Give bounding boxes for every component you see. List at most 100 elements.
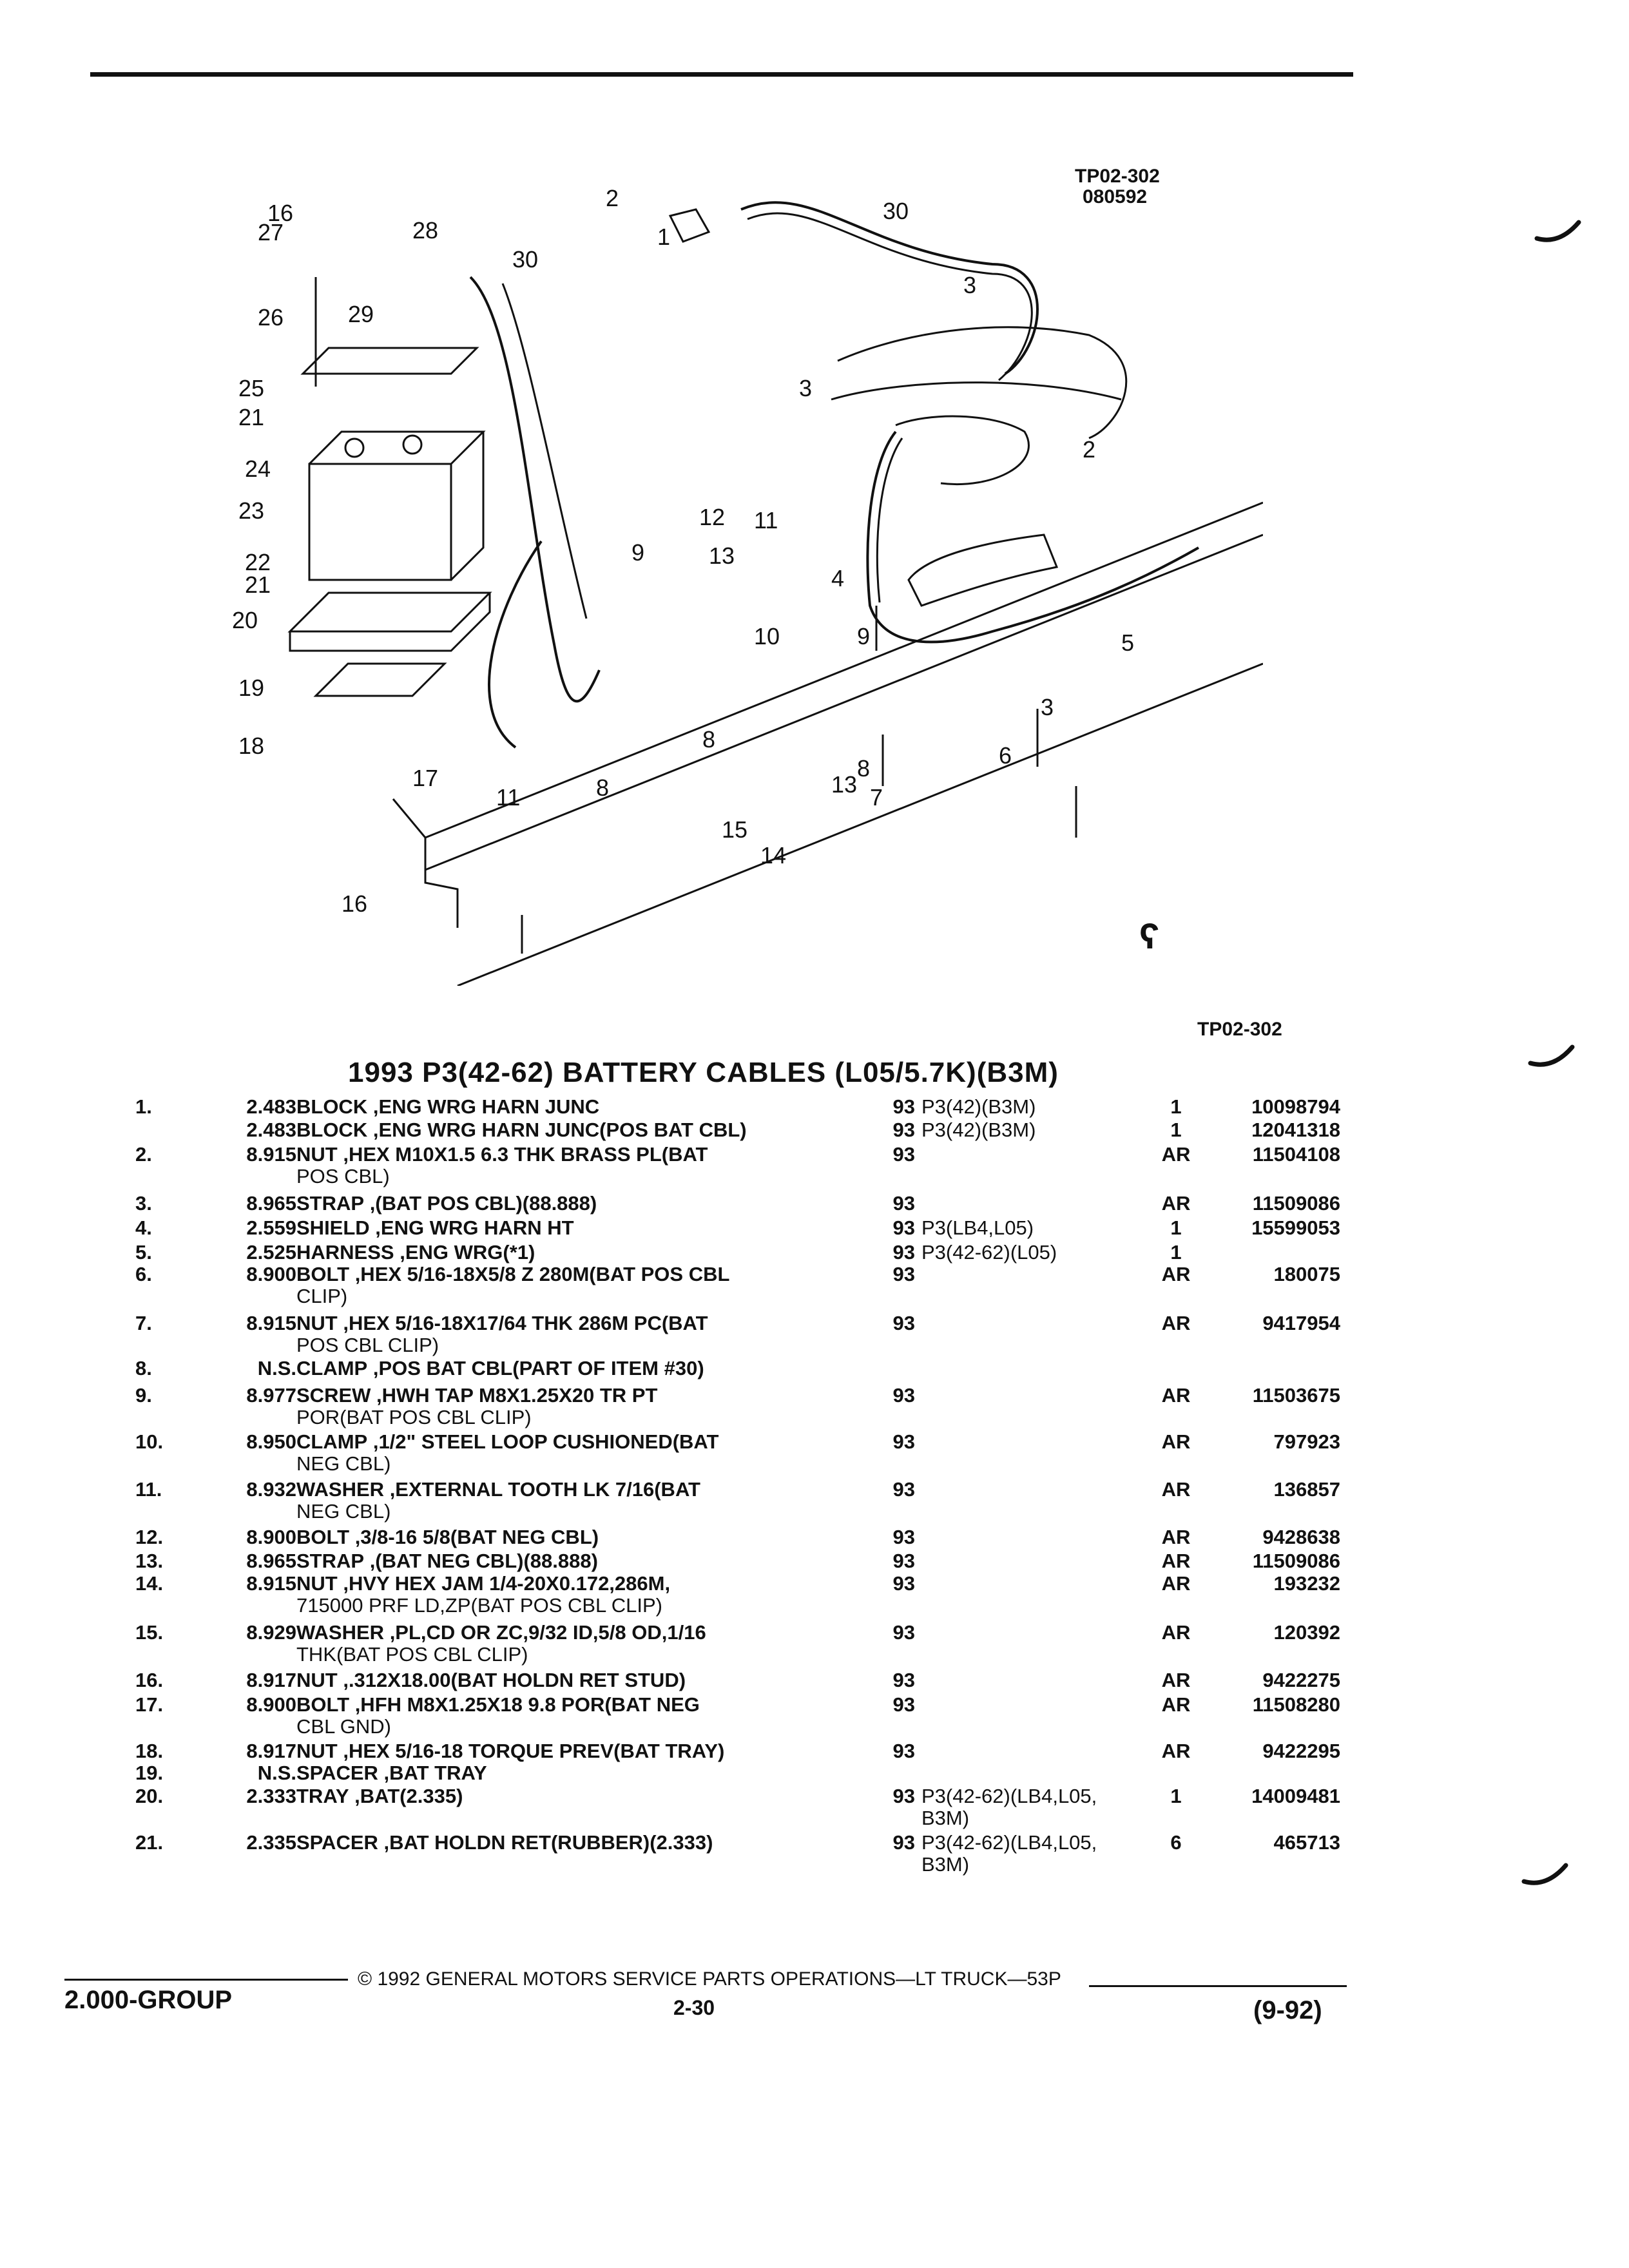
callout-7: 7 — [870, 784, 883, 811]
callout-15: 15 — [722, 816, 747, 843]
part-item-number: 10. — [135, 1430, 164, 1453]
part-figure-number: N.S. — [257, 1357, 296, 1379]
part-description-continued: NEG CBL) — [296, 1452, 391, 1475]
callout-2: 2 — [1083, 436, 1095, 463]
callout-30: 30 — [883, 198, 909, 224]
callout-9: 9 — [631, 539, 644, 566]
part-year: 93 — [892, 1669, 915, 1691]
part-quantity: AR — [1161, 1192, 1191, 1215]
part-number: 9417954 — [1262, 1312, 1340, 1334]
part-year: 93 — [892, 1384, 915, 1407]
page-number: 2-30 — [673, 1996, 715, 2019]
part-year: 93 — [892, 1526, 915, 1548]
starter — [907, 533, 1059, 607]
part-description: HARNESS ,ENG WRG(*1) — [296, 1241, 535, 1264]
part-description-continued: 715000 PRF LD,ZP(BAT POS CBL CLIP) — [296, 1594, 662, 1617]
callout-17: 17 — [412, 765, 438, 791]
callout-12: 12 — [699, 504, 725, 530]
part-item-number: 6. — [135, 1263, 152, 1285]
part-description: SHIELD ,ENG WRG HARN HT — [296, 1216, 574, 1239]
part-figure-number: 8.915 — [246, 1572, 296, 1595]
part-figure-number: 2.335 — [246, 1831, 296, 1854]
part-number: 9428638 — [1262, 1526, 1340, 1548]
part-figure-number: 8.977 — [246, 1384, 296, 1407]
part-figure-number: 8.932 — [246, 1478, 296, 1501]
part-number: 11504108 — [1252, 1143, 1340, 1166]
part-year: 93 — [892, 1430, 915, 1453]
illustration-ref-code: TP02-302 — [1075, 166, 1160, 187]
callout-1: 1 — [657, 224, 670, 250]
part-quantity: AR — [1161, 1384, 1191, 1407]
part-description-continued: POS CBL CLIP) — [296, 1334, 439, 1356]
positive-cable — [469, 276, 601, 703]
part-description-continued: CLIP) — [296, 1285, 348, 1307]
part-year: 93 — [892, 1241, 915, 1264]
footer-rule-right — [1089, 1985, 1347, 1987]
part-figure-number: 8.900 — [246, 1693, 296, 1716]
junction-block — [668, 208, 711, 243]
part-year: 93 — [892, 1831, 915, 1854]
part-year: 93 — [892, 1119, 915, 1141]
callout-13: 13 — [831, 771, 857, 798]
page-edge-mark — [1528, 1044, 1575, 1067]
callout-30b: 30 — [512, 246, 538, 273]
junction-block-cable — [740, 201, 1039, 375]
callout-3c: 3 — [1041, 694, 1054, 720]
part-number: 15599053 — [1251, 1216, 1340, 1239]
part-description: BOLT ,HEX 5/16-18X5/8 Z 280M(BAT POS CBL — [296, 1263, 730, 1285]
part-quantity: AR — [1161, 1478, 1191, 1501]
part-year: 93 — [892, 1192, 915, 1215]
part-quantity: AR — [1161, 1263, 1191, 1285]
part-number: 136857 — [1273, 1478, 1340, 1501]
page-edge-mark — [1521, 1863, 1568, 1885]
section-title: 1993 P3(42-62) BATTERY CABLES (L05/5.7K)… — [348, 1057, 1059, 1088]
part-number: 797923 — [1273, 1430, 1340, 1453]
part-figure-number: 8.929 — [246, 1621, 296, 1644]
callout-18: 18 — [238, 733, 264, 759]
part-description-continued: CBL GND) — [296, 1715, 391, 1738]
part-year: 93 — [892, 1785, 915, 1807]
part-number: 9422275 — [1262, 1669, 1340, 1691]
hold-down-bracket — [300, 347, 479, 375]
part-item-number: 12. — [135, 1526, 164, 1548]
part-quantity: AR — [1161, 1430, 1191, 1453]
part-year: 93 — [892, 1478, 915, 1501]
part-item-number: 8. — [135, 1357, 152, 1379]
part-year: 93 — [892, 1621, 915, 1644]
part-description: BOLT ,3/8-16 5/8(BAT NEG CBL) — [296, 1526, 599, 1548]
part-number: 9422295 — [1262, 1740, 1340, 1762]
part-quantity: 1 — [1170, 1241, 1182, 1264]
callout-10: 10 — [754, 623, 780, 649]
part-description: SPACER ,BAT TRAY — [296, 1762, 487, 1784]
illustration-ref-code-bottom: TP02-302 — [1197, 1019, 1282, 1040]
svg-text:2: 2 — [606, 185, 619, 211]
part-figure-number: 2.333 — [246, 1785, 296, 1807]
part-number: 120392 — [1273, 1621, 1340, 1644]
part-item-number: 11. — [135, 1478, 162, 1501]
callout-26: 26 — [258, 304, 284, 331]
part-number: 193232 — [1273, 1572, 1340, 1595]
part-quantity: AR — [1161, 1669, 1191, 1691]
part-item-number: 14. — [135, 1572, 164, 1595]
part-figure-number: 8.900 — [246, 1526, 296, 1548]
footer-rule-left — [64, 1979, 348, 1981]
part-quantity: AR — [1161, 1740, 1191, 1762]
part-quantity: 1 — [1170, 1119, 1182, 1141]
callout-5: 5 — [1121, 629, 1134, 656]
part-year: 93 — [892, 1572, 915, 1595]
part-year: 93 — [892, 1143, 915, 1166]
part-quantity: 6 — [1170, 1831, 1182, 1854]
callout-19: 19 — [238, 675, 264, 701]
group-label: 2.000-GROUP — [64, 1986, 233, 2014]
part-description: NUT ,HEX 5/16-18X17/64 THK 286M PC(BAT — [296, 1312, 708, 1334]
part-item-number: 2. — [135, 1143, 152, 1166]
part-number: 11509086 — [1252, 1192, 1340, 1215]
part-model-continued: B3M) — [921, 1853, 970, 1876]
part-quantity: AR — [1161, 1526, 1191, 1548]
part-year: 93 — [892, 1312, 915, 1334]
tray-spacer — [313, 662, 447, 697]
part-figure-number: 8.917 — [246, 1740, 296, 1762]
part-description: NUT ,HVY HEX JAM 1/4-20X0.172,286M, — [296, 1572, 671, 1595]
callout-8: 8 — [702, 726, 715, 753]
part-description: WASHER ,PL,CD OR ZC,9/32 ID,5/8 OD,1/16 — [296, 1621, 706, 1644]
